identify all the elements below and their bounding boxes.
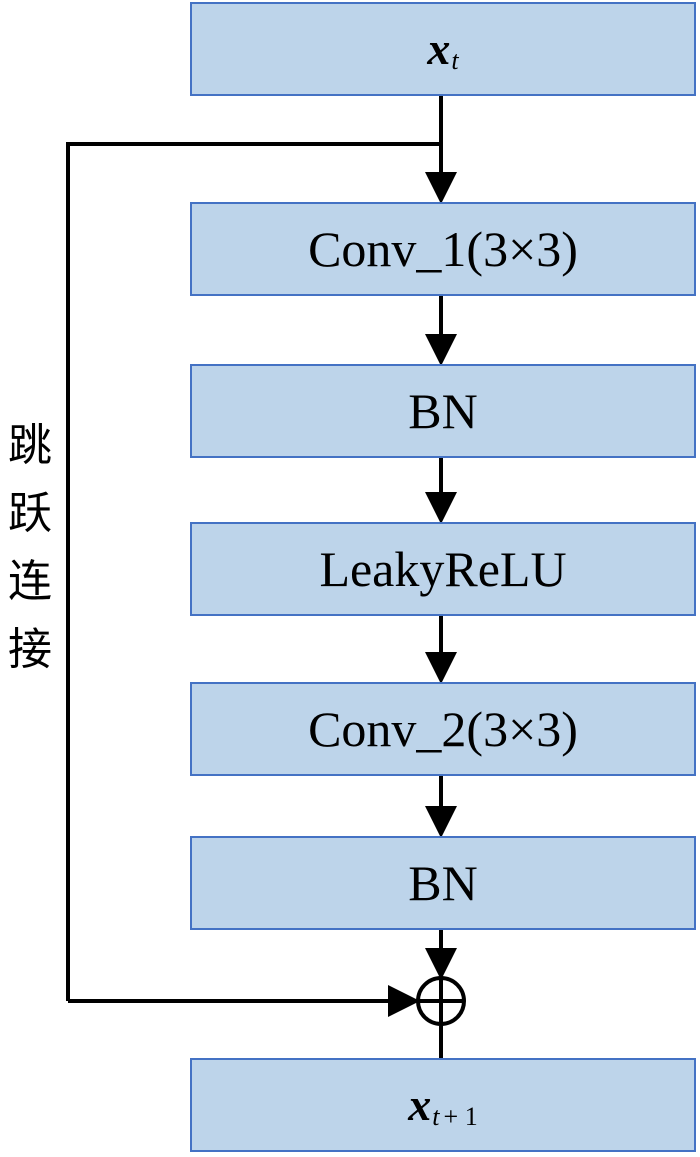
output-subscript-suffix: + 1 [443, 1102, 478, 1131]
bn2-block: BN [190, 836, 696, 930]
bn2-label: BN [408, 855, 478, 911]
skip-label-char: 接 [8, 624, 52, 675]
leaky-relu-block: LeakyReLU [190, 522, 696, 616]
conv2-block: Conv_2(3×3) [190, 682, 696, 776]
skip-connection-label: 跳 跃 连 接 [4, 412, 56, 684]
skip-label-char: 连 [8, 556, 52, 607]
bn1-block: BN [190, 364, 696, 458]
output-variable: x [408, 1079, 432, 1130]
output-subscript: t [432, 1102, 440, 1131]
conv1-label: Conv_1(3×3) [308, 221, 578, 277]
input-variable: x [427, 23, 451, 74]
conv2-label: Conv_2(3×3) [308, 701, 578, 757]
leaky-relu-label: LeakyReLU [319, 541, 567, 597]
skip-connection-line [66, 142, 441, 1001]
input-subscript: t [451, 46, 459, 75]
skip-label-char: 跳 [8, 420, 52, 471]
conv1-block: Conv_1(3×3) [190, 202, 696, 296]
bn1-label: BN [408, 383, 478, 439]
skip-label-char: 跃 [8, 488, 52, 539]
circled-plus-icon [416, 976, 466, 1026]
